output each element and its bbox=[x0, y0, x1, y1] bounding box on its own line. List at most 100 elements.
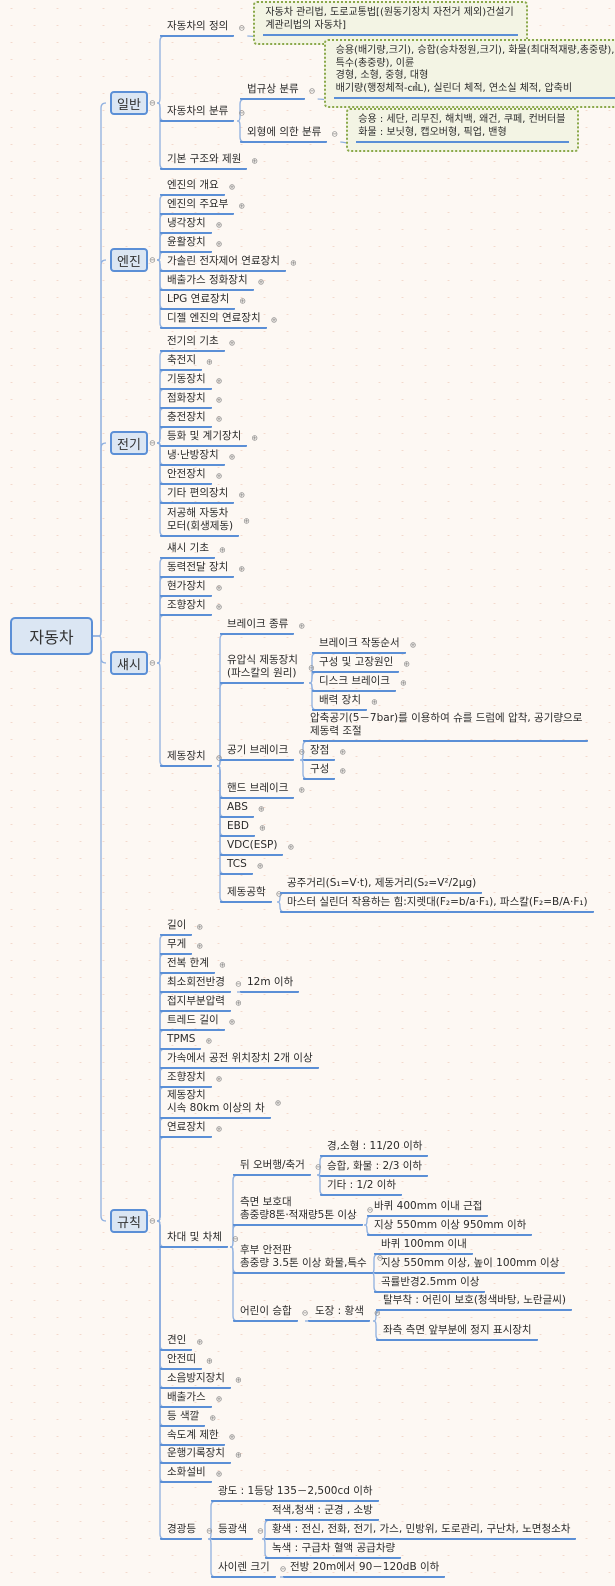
collapse-icon[interactable]: ⊖ bbox=[308, 86, 316, 95]
expand-icon[interactable]: ⊕ bbox=[257, 277, 265, 286]
topic-node[interactable]: 브레이크 종류⊕ bbox=[220, 618, 305, 635]
leaf-node[interactable]: 공주거리(S₁=V·t), 제동거리(S₂=V²/2μg) bbox=[280, 877, 483, 894]
branch-node[interactable]: 전기⊖ bbox=[110, 431, 156, 455]
leaf-node[interactable]: 기타 : 1/2 이하 bbox=[320, 1179, 403, 1196]
expand-icon[interactable]: ⊕ bbox=[287, 842, 295, 851]
topic-node[interactable]: 제동장치 시속 80km 이상의 차⊕ bbox=[160, 1089, 281, 1119]
collapse-icon[interactable]: ⊖ bbox=[314, 1162, 322, 1171]
leaf-node[interactable]: 좌측 측면 앞부분에 정지 표시장치 bbox=[376, 1324, 538, 1341]
topic-node[interactable]: 도장 : 황색⊖ bbox=[308, 1305, 381, 1322]
collapse-icon[interactable]: ⊖ bbox=[149, 438, 156, 448]
topic-node[interactable]: 동력전달 장치⊕ bbox=[160, 561, 245, 578]
topic-node[interactable]: TPMS⊕ bbox=[160, 1033, 212, 1050]
topic-node[interactable]: 자동차의 정의⊖ bbox=[160, 20, 245, 37]
expand-icon[interactable]: ⊕ bbox=[215, 1124, 223, 1133]
expand-icon[interactable]: ⊕ bbox=[298, 621, 306, 630]
topic-node[interactable]: 기동장치⊕ bbox=[160, 373, 222, 390]
expand-icon[interactable]: ⊕ bbox=[228, 1432, 236, 1441]
topic-node[interactable]: 엔진의 주요부⊕ bbox=[160, 198, 245, 215]
leaf-node[interactable]: 가속에서 공전 위치장치 2개 이상 bbox=[160, 1052, 319, 1069]
leaf-node[interactable]: 적색,청색 : 군경 , 소방 bbox=[265, 1504, 379, 1521]
expand-icon[interactable]: ⊕ bbox=[228, 1017, 236, 1026]
expand-icon[interactable]: ⊕ bbox=[238, 564, 246, 573]
leaf-node[interactable]: 마스터 실린더 작용하는 힘:지렛대(F₂=b/a·F₁), 파스칼(F₂=B/… bbox=[280, 896, 594, 913]
leaf-node[interactable]: 승합, 화물 : 2/3 이하 bbox=[320, 1160, 429, 1177]
collapse-icon[interactable]: ⊖ bbox=[149, 255, 156, 265]
collapse-icon[interactable]: ⊖ bbox=[205, 1526, 213, 1535]
expand-icon[interactable]: ⊕ bbox=[238, 490, 246, 499]
topic-node[interactable]: 최소회전반경⊖ bbox=[160, 976, 242, 993]
topic-node[interactable]: 배력 장치⊕ bbox=[312, 694, 378, 711]
root-node[interactable]: 자동차 bbox=[10, 617, 93, 655]
expand-icon[interactable]: ⊕ bbox=[215, 376, 223, 385]
topic-node[interactable]: 기타 편의장치⊕ bbox=[160, 487, 245, 504]
topic-node[interactable]: 등 색깔⊕ bbox=[160, 1410, 216, 1427]
collapse-icon[interactable]: ⊖ bbox=[234, 979, 242, 988]
topic-node[interactable]: 연료장치⊕ bbox=[160, 1121, 222, 1138]
topic-node[interactable]: TCS⊕ bbox=[220, 858, 264, 875]
expand-icon[interactable]: ⊕ bbox=[209, 1413, 217, 1422]
expand-icon[interactable]: ⊕ bbox=[270, 315, 278, 324]
topic-node[interactable]: 안전장치⊕ bbox=[160, 468, 222, 485]
topic-node[interactable]: ABS⊕ bbox=[220, 801, 265, 818]
leaf-node[interactable]: 황색 : 전신, 전화, 전기, 가스, 민방위, 도로관리, 구난차, 노면청… bbox=[265, 1523, 577, 1540]
leaf-node[interactable]: 12m 이하 bbox=[240, 976, 300, 993]
collapse-icon[interactable]: ⊖ bbox=[298, 747, 306, 756]
topic-node[interactable]: 소화설비⊕ bbox=[160, 1466, 222, 1483]
branch-node[interactable]: 일반⊖ bbox=[110, 91, 156, 115]
topic-node[interactable]: 냉각장치⊕ bbox=[160, 217, 222, 234]
topic-node[interactable]: 자동차의 분류⊖ bbox=[160, 105, 245, 122]
topic-node[interactable]: 공기 브레이크⊖ bbox=[220, 744, 305, 761]
expand-icon[interactable]: ⊕ bbox=[215, 602, 223, 611]
expand-icon[interactable]: ⊕ bbox=[215, 1074, 223, 1083]
topic-node[interactable]: 구성⊕ bbox=[303, 763, 346, 780]
expand-icon[interactable]: ⊕ bbox=[409, 640, 417, 649]
topic-node[interactable]: 어린이 승합⊖ bbox=[233, 1305, 308, 1322]
collapse-icon[interactable]: ⊖ bbox=[149, 1216, 156, 1226]
expand-icon[interactable]: ⊕ bbox=[399, 678, 407, 687]
expand-icon[interactable]: ⊕ bbox=[215, 239, 223, 248]
collapse-icon[interactable]: ⊖ bbox=[331, 129, 338, 138]
topic-node[interactable]: 외형에 의한 분류⊖ bbox=[240, 126, 338, 143]
collapse-icon[interactable]: ⊖ bbox=[238, 23, 246, 32]
leaf-node[interactable]: 탈부착 : 어린이 보호(청색바탕, 노란글씨) bbox=[376, 1294, 572, 1311]
topic-node[interactable]: 저공해 자동차 모터(회생제동)⊕ bbox=[160, 507, 250, 537]
topic-node[interactable]: 조향장치⊕ bbox=[160, 599, 222, 616]
topic-node[interactable]: 장점⊕ bbox=[303, 744, 346, 761]
expand-icon[interactable]: ⊕ bbox=[258, 823, 266, 832]
expand-icon[interactable]: ⊕ bbox=[239, 296, 246, 305]
topic-node[interactable]: VDC(ESP)⊕ bbox=[220, 839, 294, 856]
topic-node[interactable]: 등화 및 계기장치⊕ bbox=[160, 430, 258, 447]
topic-node[interactable]: 법규상 분류⊖ bbox=[240, 83, 315, 100]
topic-node[interactable]: 운행기록장치⊕ bbox=[160, 1447, 242, 1464]
branch-node[interactable]: 규칙⊖ bbox=[110, 1209, 156, 1233]
leaf-node[interactable]: 전방 20m에서 90－120dB 이하 bbox=[283, 1561, 446, 1578]
expand-icon[interactable]: ⊕ bbox=[251, 156, 258, 165]
leaf-node[interactable]: 광도 : 1등당 135－2,500cd 이하 bbox=[211, 1485, 379, 1502]
leaf-node[interactable]: 바퀴 100mm 이내 bbox=[374, 1238, 473, 1255]
topic-node[interactable]: 소음방지장치⊕ bbox=[160, 1372, 242, 1389]
topic-node[interactable]: 윤활장치⊕ bbox=[160, 236, 222, 253]
topic-node[interactable]: 트레드 길이⊕ bbox=[160, 1014, 235, 1031]
leaf-node[interactable]: 지상 550mm 이상, 높이 100mm 이상 bbox=[374, 1257, 566, 1274]
collapse-icon[interactable]: ⊖ bbox=[149, 658, 156, 668]
topic-node[interactable]: 디젤 엔진의 연료장치⊕ bbox=[160, 312, 277, 329]
expand-icon[interactable]: ⊕ bbox=[243, 516, 250, 526]
expand-icon[interactable]: ⊕ bbox=[339, 766, 347, 775]
collapse-icon[interactable]: ⊖ bbox=[256, 1526, 264, 1535]
leaf-node[interactable]: 녹색 : 구급차 혈액 공급차량 bbox=[265, 1542, 402, 1559]
expand-icon[interactable]: ⊕ bbox=[339, 747, 347, 756]
topic-node[interactable]: 현가장치⊕ bbox=[160, 580, 222, 597]
topic-node[interactable]: 전기의 기초⊕ bbox=[160, 335, 235, 352]
topic-node[interactable]: 유압식 제동장치 (파스칼의 원리)⊖ bbox=[220, 654, 315, 684]
topic-node[interactable]: 브레이크 작동순서⊕ bbox=[312, 637, 416, 654]
expand-icon[interactable]: ⊕ bbox=[234, 1450, 242, 1459]
collapse-icon[interactable]: ⊖ bbox=[376, 1253, 384, 1263]
expand-icon[interactable]: ⊕ bbox=[238, 201, 246, 210]
topic-node[interactable]: 견인⊕ bbox=[160, 1334, 203, 1351]
expand-icon[interactable]: ⊕ bbox=[234, 998, 242, 1007]
collapse-icon[interactable]: ⊖ bbox=[301, 1308, 309, 1317]
topic-node[interactable]: 사이렌 크기⊖ bbox=[211, 1561, 286, 1578]
topic-node[interactable]: 측면 보호대 총중량8톤·적재량5톤 이상⊖ bbox=[233, 1196, 373, 1226]
collapse-icon[interactable]: ⊖ bbox=[231, 1234, 239, 1243]
